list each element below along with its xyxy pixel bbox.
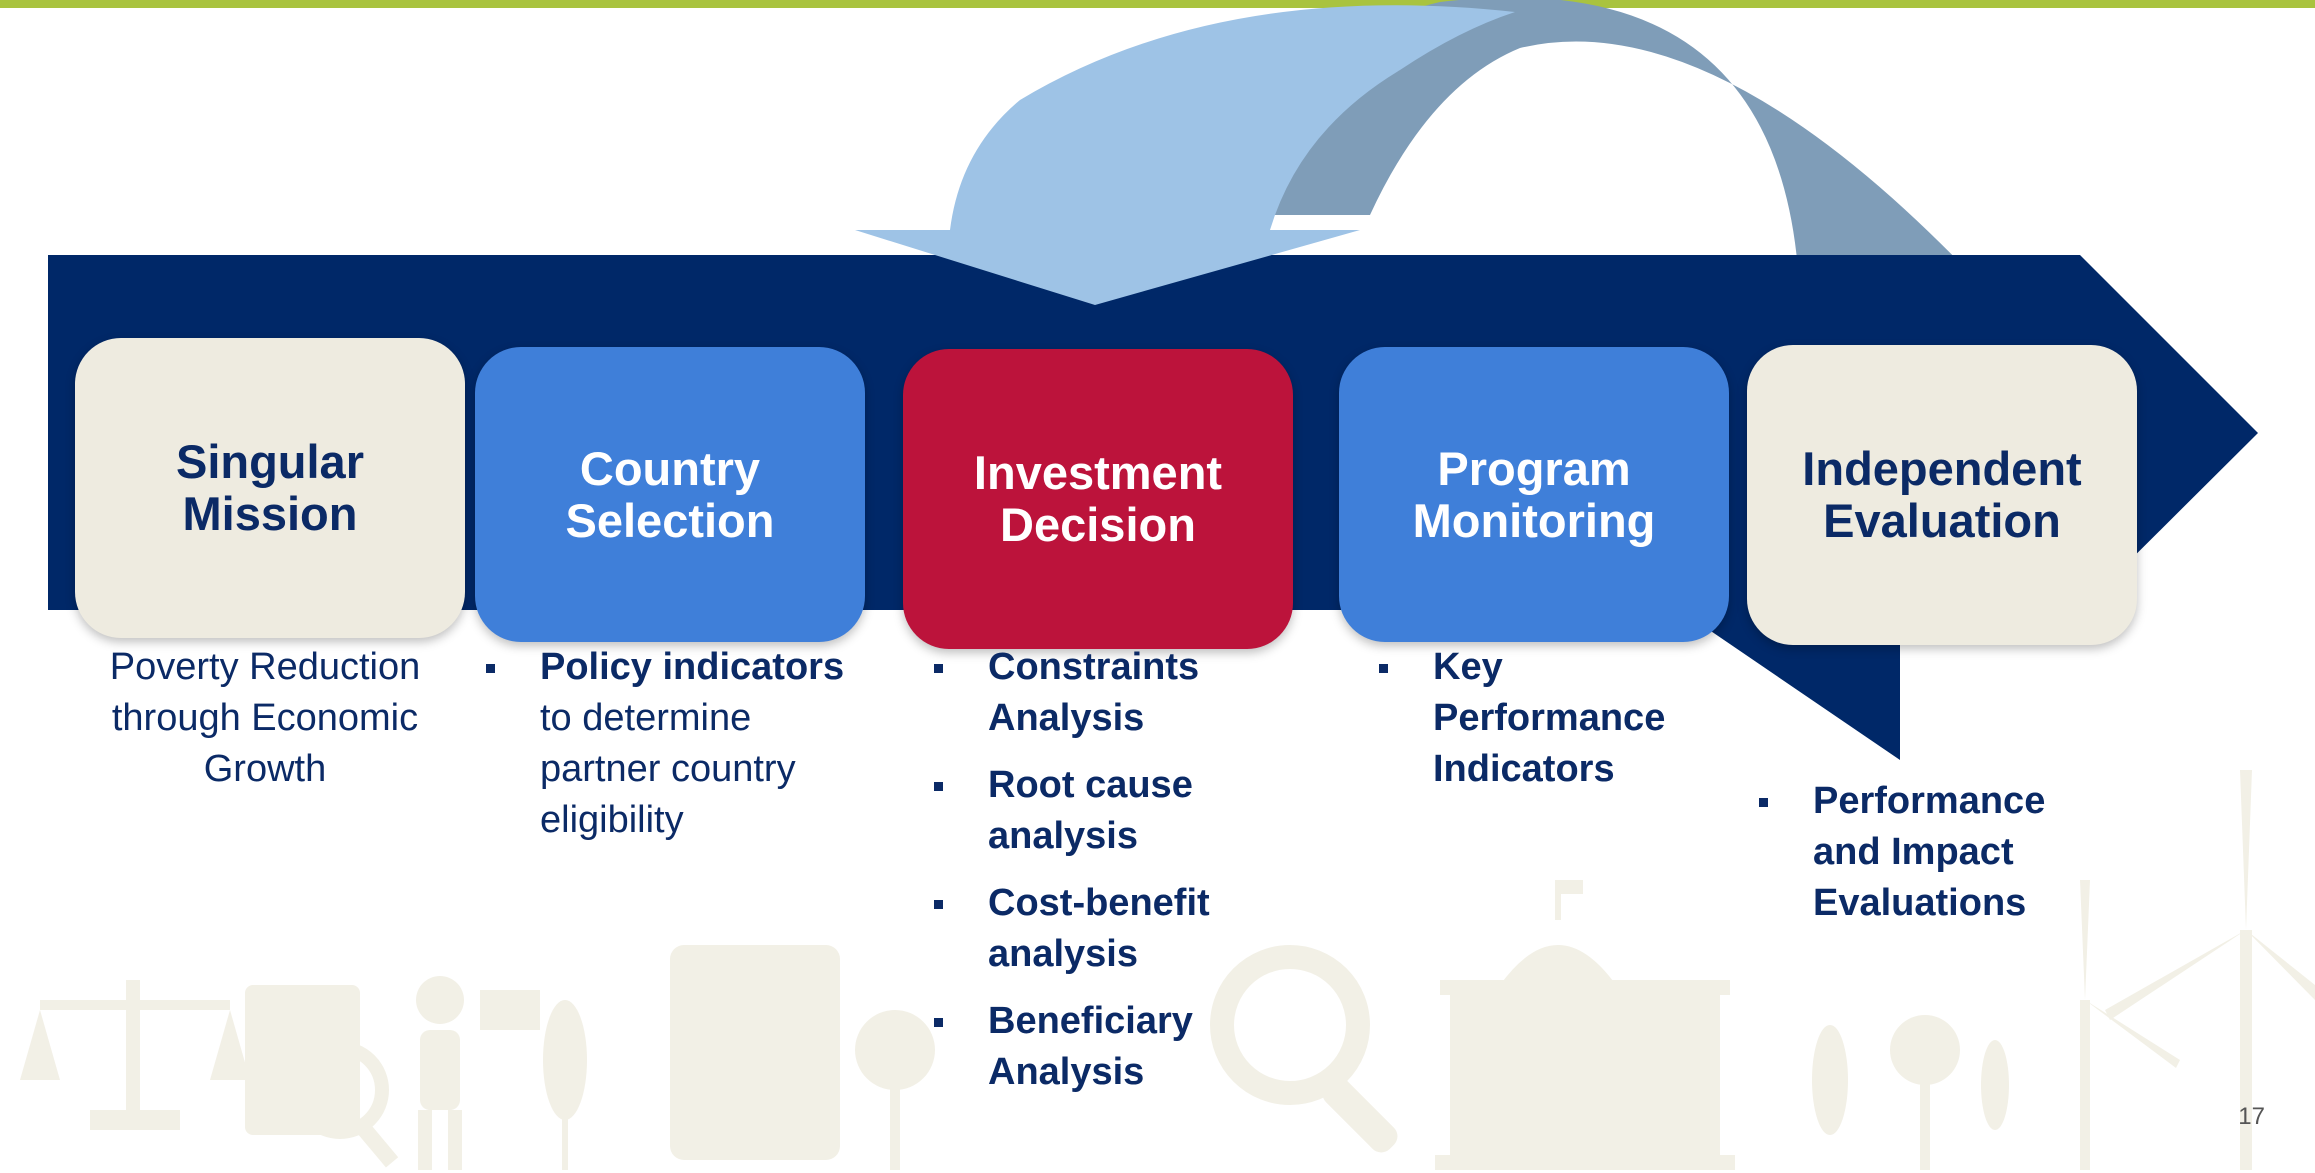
bullet-item: Beneficiary Analysis xyxy=(934,996,1288,1098)
bullet-text: Performance and Impact Evaluations xyxy=(1813,780,2046,924)
bullet-text: Root cause analysis xyxy=(988,764,1193,857)
wind-turbine-icon xyxy=(2080,770,2315,1170)
step-title: Program Monitoring xyxy=(1412,441,1656,547)
feedback-arc-front xyxy=(855,5,1515,306)
step-title: Investment Decision xyxy=(973,446,1223,551)
step-singular-mission: Singular Mission xyxy=(75,338,465,638)
bullet-item: Cost-benefit analysis xyxy=(934,878,1288,980)
monitoring-description: Key Performance Indicators xyxy=(1379,642,1733,811)
step-title: Independent Evaluation xyxy=(1802,442,2082,547)
bullet-item: Root cause analysis xyxy=(934,760,1288,862)
bullet-bold-text: Policy indicators xyxy=(540,646,845,688)
step-country-selection: Country Selection xyxy=(475,347,865,642)
step-title: Country Selection xyxy=(565,441,775,547)
bullet-text: Beneficiary Analysis xyxy=(988,1000,1193,1093)
bullet-text: Constraints Analysis xyxy=(988,646,1200,739)
bullet-text: Key Performance Indicators xyxy=(1433,646,1666,790)
step-investment-decision: Investment Decision xyxy=(903,349,1293,649)
checklist-icon xyxy=(670,945,840,1160)
tree-icon xyxy=(543,1000,587,1170)
bullet-item: Performance and Impact Evaluations xyxy=(1759,776,2113,929)
feedback-arc-back xyxy=(1235,0,2000,305)
investment-description: Constraints Analysis Root cause analysis… xyxy=(934,642,1288,1114)
bullet-text: to determine partner country eligibility xyxy=(540,697,796,841)
mission-description: Poverty Reduction through Economic Growt… xyxy=(75,642,455,795)
top-accent-bar xyxy=(0,0,2315,8)
report-magnifier-icon xyxy=(245,985,399,1168)
step-independent-evaluation: Independent Evaluation xyxy=(1747,345,2137,645)
tree-icon xyxy=(855,1010,935,1170)
step-title: Singular Mission xyxy=(175,435,364,540)
bullet-text: Cost-benefit analysis xyxy=(988,882,1210,975)
capitol-building-icon xyxy=(1435,880,1735,1170)
step-program-monitoring: Program Monitoring xyxy=(1339,347,1729,642)
bullet-item: Key Performance Indicators xyxy=(1379,642,1733,795)
page-number: 17 xyxy=(2238,1103,2265,1130)
mission-text: Poverty Reduction through Economic Growt… xyxy=(109,646,421,790)
country-description: Policy indicators to determine partner c… xyxy=(486,642,870,862)
search-icon xyxy=(1210,945,1398,1153)
person-presenting-icon xyxy=(416,976,540,1170)
scales-icon xyxy=(20,980,250,1130)
bullet-item: Policy indicators to determine partner c… xyxy=(486,642,870,846)
tree-icon xyxy=(1812,1015,2009,1170)
evaluation-description: Performance and Impact Evaluations xyxy=(1759,776,2113,945)
bullet-item: Constraints Analysis xyxy=(934,642,1288,744)
